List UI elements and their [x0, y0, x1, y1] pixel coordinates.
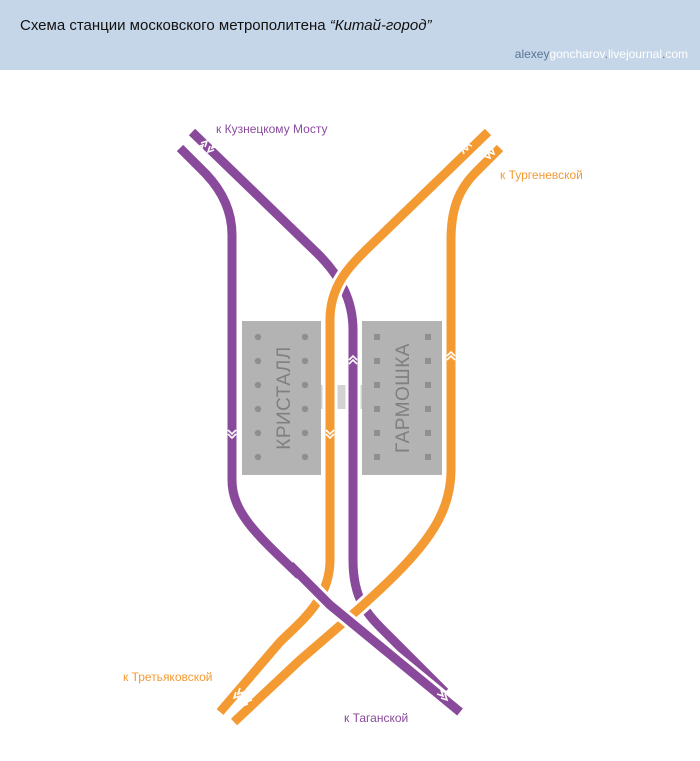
- title-prefix: Схема станции московского метрополитена: [20, 17, 330, 34]
- station-name: “Китай-город”: [329, 17, 432, 34]
- columns-garmoshka: [374, 334, 431, 460]
- header-bar: Схема станции московского метрополитена …: [0, 0, 700, 70]
- direction-chevrons: [196, 139, 496, 708]
- author-credit-link[interactable]: alexeygoncharov.livejournal.com: [514, 47, 688, 61]
- hall-kristall-label: КРИСТАЛЛ: [274, 346, 295, 450]
- hall-garmoshka-label: ГАРМОШКА: [393, 343, 414, 453]
- direction-taganskaya-label: к Таганской: [344, 711, 408, 725]
- page-title: Схема станции московского метрополитена …: [20, 17, 431, 34]
- hall-garmoshka: [362, 321, 442, 475]
- track-orange-inner-line: [216, 128, 492, 715]
- station-scheme: КРИСТАЛЛ ГАРМОШКА к Кузнец: [123, 122, 583, 728]
- direction-kuznetsky-label: к Кузнецкому Мосту: [216, 122, 327, 136]
- direction-tretyakovskaya-label: к Третьяковской: [123, 670, 213, 684]
- columns-kristall: [254, 333, 309, 461]
- track-purple-outer-overlap-line: [286, 561, 463, 716]
- direction-turgenevskaya-label: к Тургеневской: [500, 168, 583, 182]
- hall-kristall: [242, 321, 321, 475]
